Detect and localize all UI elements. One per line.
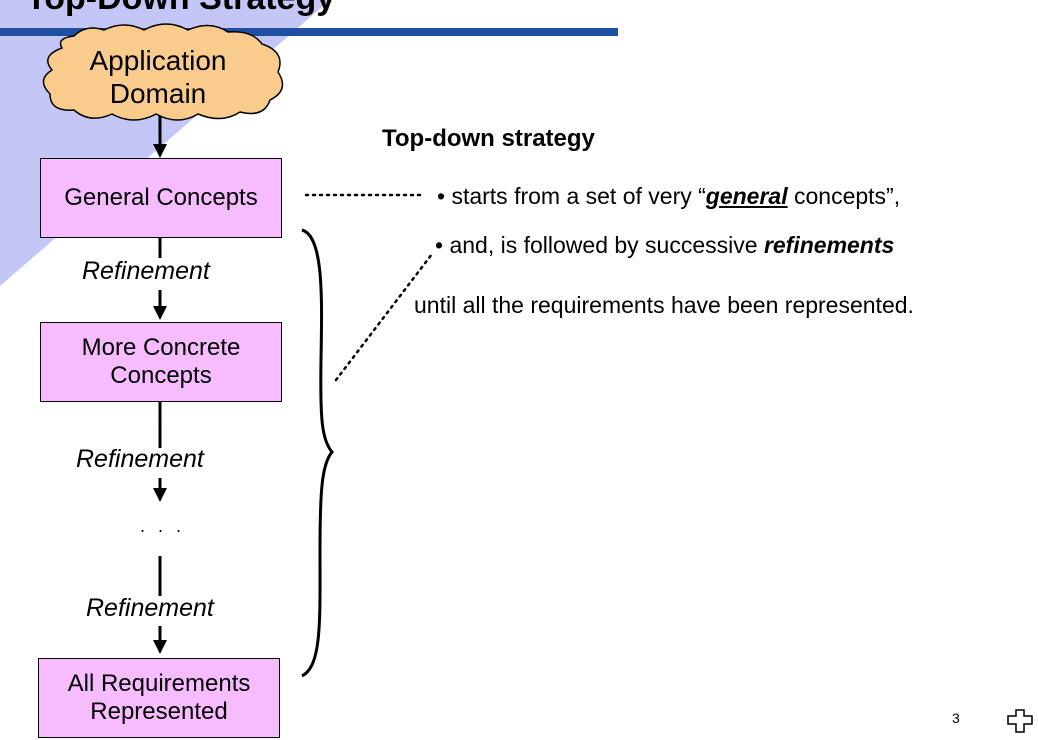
- refinement-brace: [301, 228, 334, 678]
- node-label: General Concepts: [64, 184, 258, 211]
- cross-icon: [1007, 709, 1033, 733]
- node-all-requirements-represented: All Requirements Represented: [38, 658, 280, 738]
- node-label: Represented: [90, 698, 228, 725]
- header-rule: [0, 28, 618, 36]
- node-label: Concepts: [110, 362, 212, 389]
- bullet-general-concepts: • starts from a set of very “general con…: [437, 182, 900, 210]
- page-number: 3: [952, 710, 960, 726]
- node-label: All Requirements: [67, 670, 251, 697]
- refinement-label-3: Refinement: [86, 594, 214, 622]
- arrowhead: [153, 306, 167, 320]
- node-general-concepts: General Concepts: [40, 158, 282, 238]
- emphasis-refinements: refinements: [763, 232, 895, 258]
- node-label: More Concrete: [81, 334, 241, 361]
- arrowhead: [153, 488, 167, 502]
- dotted-leader-diagonal: [334, 252, 434, 382]
- bullet-text: concepts”,: [787, 183, 901, 209]
- application-domain-cloud: [42, 23, 284, 121]
- arrowhead: [153, 640, 167, 654]
- cloud-line-2: Domain: [109, 78, 207, 109]
- ellipsis: . . .: [140, 516, 186, 536]
- application-domain-label: Application Domain: [58, 44, 258, 110]
- requirements-line: until all the requirements have been rep…: [414, 292, 914, 318]
- node-more-concrete-concepts: More Concrete Concepts: [40, 322, 282, 402]
- emphasis-general: general: [705, 183, 788, 209]
- bullet-text: • and, is followed by successive: [435, 232, 764, 258]
- refinement-label-2: Refinement: [76, 445, 204, 473]
- bullet-text: • starts from a set of very “: [437, 183, 706, 209]
- cloud-line-1: Application: [89, 45, 227, 76]
- bullet-refinements: • and, is followed by successive refinem…: [435, 231, 894, 259]
- arrowhead: [153, 144, 167, 158]
- strategy-heading: Top-down strategy: [382, 125, 595, 152]
- refinement-label-1: Refinement: [82, 257, 210, 285]
- slide-title: Top-Down Strategy: [26, 0, 335, 18]
- flow-connectors: [153, 116, 167, 654]
